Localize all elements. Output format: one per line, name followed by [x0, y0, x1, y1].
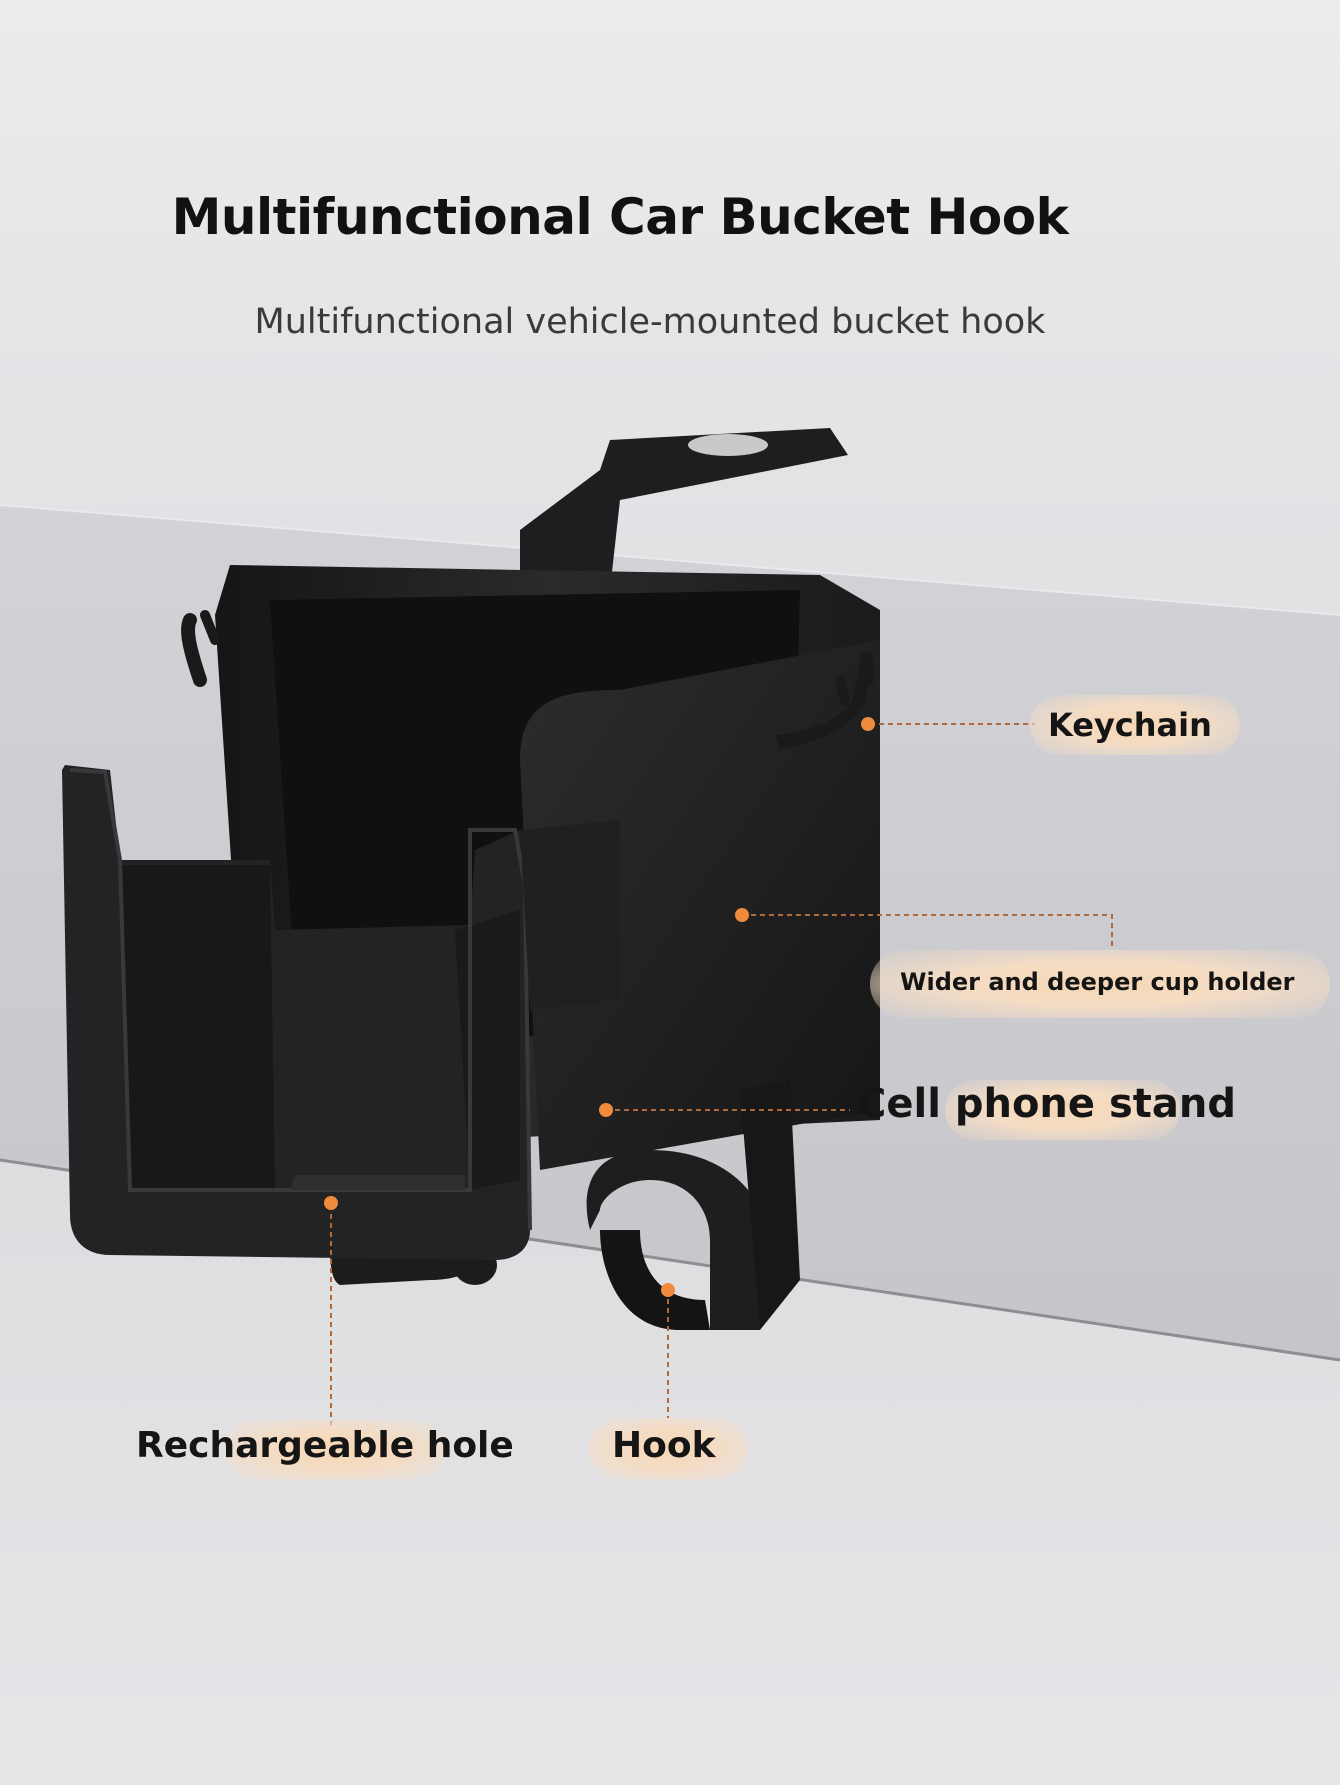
- cup-holder-label-glow: [870, 950, 1330, 1018]
- hook-label: Hook: [612, 1425, 716, 1466]
- recharge-label: Rechargeable hole: [136, 1425, 514, 1466]
- keychain-label: Keychain: [1048, 706, 1212, 744]
- page-subtitle: Multifunctional vehicle-mounted bucket h…: [254, 302, 1046, 342]
- recharge-dot: [324, 1196, 338, 1210]
- phone-stand-label-glow: [945, 1080, 1180, 1140]
- phone-stand-label: Cell phone stand: [857, 1081, 1236, 1127]
- hook-label-glow: [588, 1418, 748, 1480]
- cup-holder-label: Wider and deeper cup holder: [900, 968, 1295, 996]
- recharge-label-glow: [225, 1420, 445, 1480]
- page-title: Multifunctional Car Bucket Hook: [171, 188, 1069, 246]
- keychain-label-glow: [1030, 695, 1240, 755]
- hook-dot: [661, 1283, 675, 1297]
- cup-holder-leader: [742, 914, 1113, 948]
- phone-stand-dot: [599, 1103, 613, 1117]
- keychain-dot: [861, 717, 875, 731]
- cup-holder-dot: [735, 908, 749, 922]
